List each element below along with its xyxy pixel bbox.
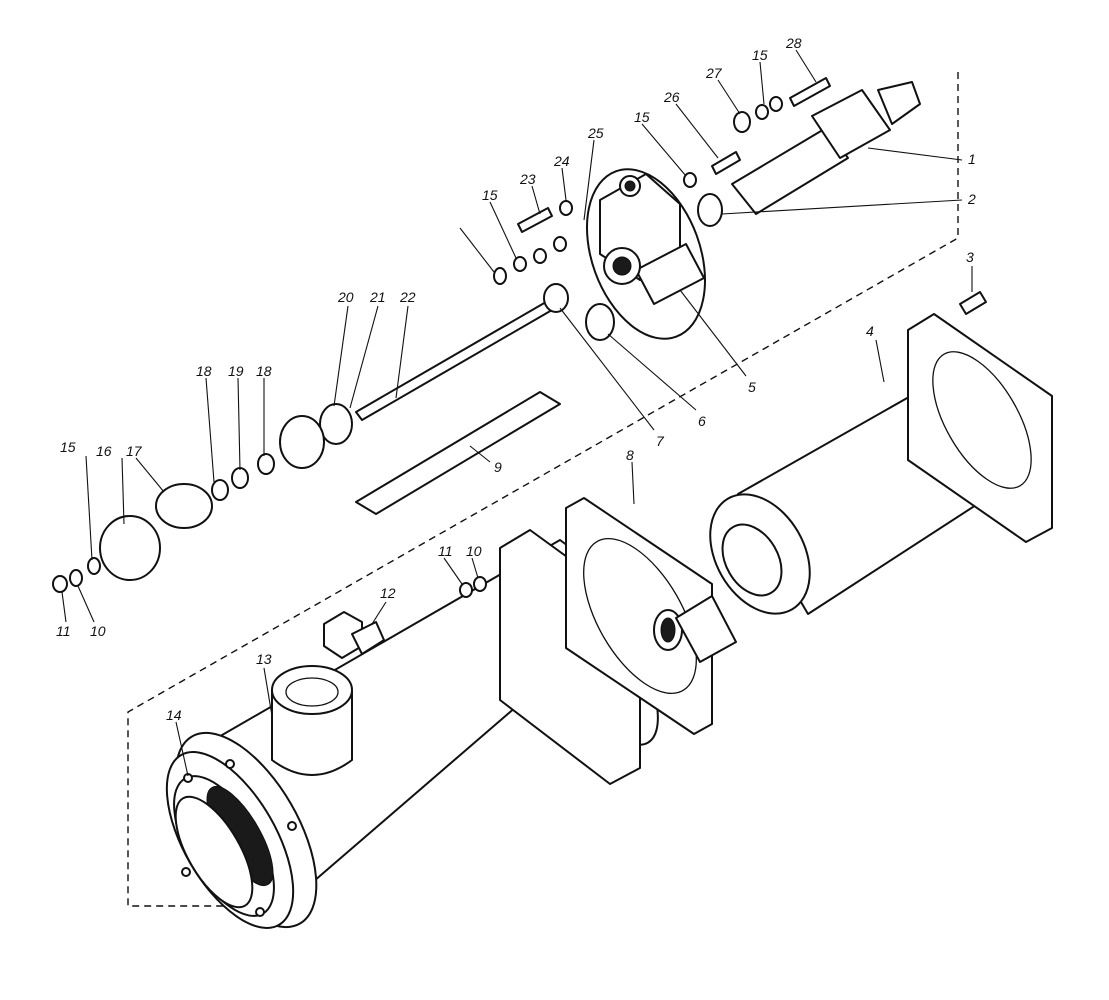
washer-18a xyxy=(257,453,275,475)
washer-2 xyxy=(697,193,723,227)
callout-21: 21 xyxy=(369,289,386,305)
bolt-3 xyxy=(959,291,987,315)
callout-12: 12 xyxy=(380,585,396,601)
callout-28: 28 xyxy=(785,35,802,51)
valve-head-flange xyxy=(586,168,706,340)
callout-15-left: 15 xyxy=(60,439,76,455)
callout-17: 17 xyxy=(126,443,143,459)
callout-15-flange: 15 xyxy=(634,109,650,125)
rear-cylinder xyxy=(675,313,1053,663)
drain-plug xyxy=(323,611,385,659)
callout-8: 8 xyxy=(626,447,634,463)
callout-11-left: 11 xyxy=(56,623,71,639)
small-fasteners xyxy=(459,77,831,598)
handwheel-16 xyxy=(99,515,161,581)
callout-5: 5 xyxy=(748,379,756,395)
callout-18-right: 18 xyxy=(256,363,272,379)
callout-4: 4 xyxy=(866,323,874,339)
callout-3: 3 xyxy=(966,249,974,265)
callout-10-mid: 10 xyxy=(466,543,482,559)
callout-22: 22 xyxy=(399,289,416,305)
spring-rod xyxy=(355,391,561,515)
callout-25: 25 xyxy=(587,125,604,141)
callout-leaders xyxy=(61,49,973,777)
washer-10-left xyxy=(69,569,83,587)
callout-19: 19 xyxy=(228,363,244,379)
callout-7: 7 xyxy=(656,433,665,449)
callout-18-left: 18 xyxy=(196,363,212,379)
nut-20 xyxy=(279,415,325,469)
callout-2: 2 xyxy=(967,191,976,207)
callout-1: 1 xyxy=(968,151,976,167)
assembly-boundary xyxy=(127,72,959,907)
cap-nut-17 xyxy=(155,483,213,529)
callout-14: 14 xyxy=(166,707,182,723)
callout-6: 6 xyxy=(698,413,706,429)
washer-18b xyxy=(211,479,229,501)
gasket xyxy=(565,497,713,735)
nut-11-left xyxy=(52,575,68,593)
callout-20: 20 xyxy=(337,289,354,305)
callout-10-left: 10 xyxy=(90,623,106,639)
ring-21 xyxy=(319,403,353,445)
filler-neck-boss xyxy=(271,665,353,776)
washer-19 xyxy=(231,467,249,489)
washer-6 xyxy=(585,303,615,341)
callout-27: 27 xyxy=(705,65,723,81)
callout-9: 9 xyxy=(494,459,502,475)
washer-7 xyxy=(543,283,569,313)
callout-15-top: 15 xyxy=(752,47,768,63)
callout-26: 26 xyxy=(663,89,680,105)
callout-24: 24 xyxy=(553,153,570,169)
inlet-fitting xyxy=(731,81,921,215)
washer-15-left xyxy=(87,557,101,575)
callout-16: 16 xyxy=(96,443,112,459)
callout-13: 13 xyxy=(256,651,272,667)
callout-15-mid: 15 xyxy=(482,187,498,203)
callout-11-mid: 11 xyxy=(438,543,453,559)
callout-23: 23 xyxy=(519,171,536,187)
